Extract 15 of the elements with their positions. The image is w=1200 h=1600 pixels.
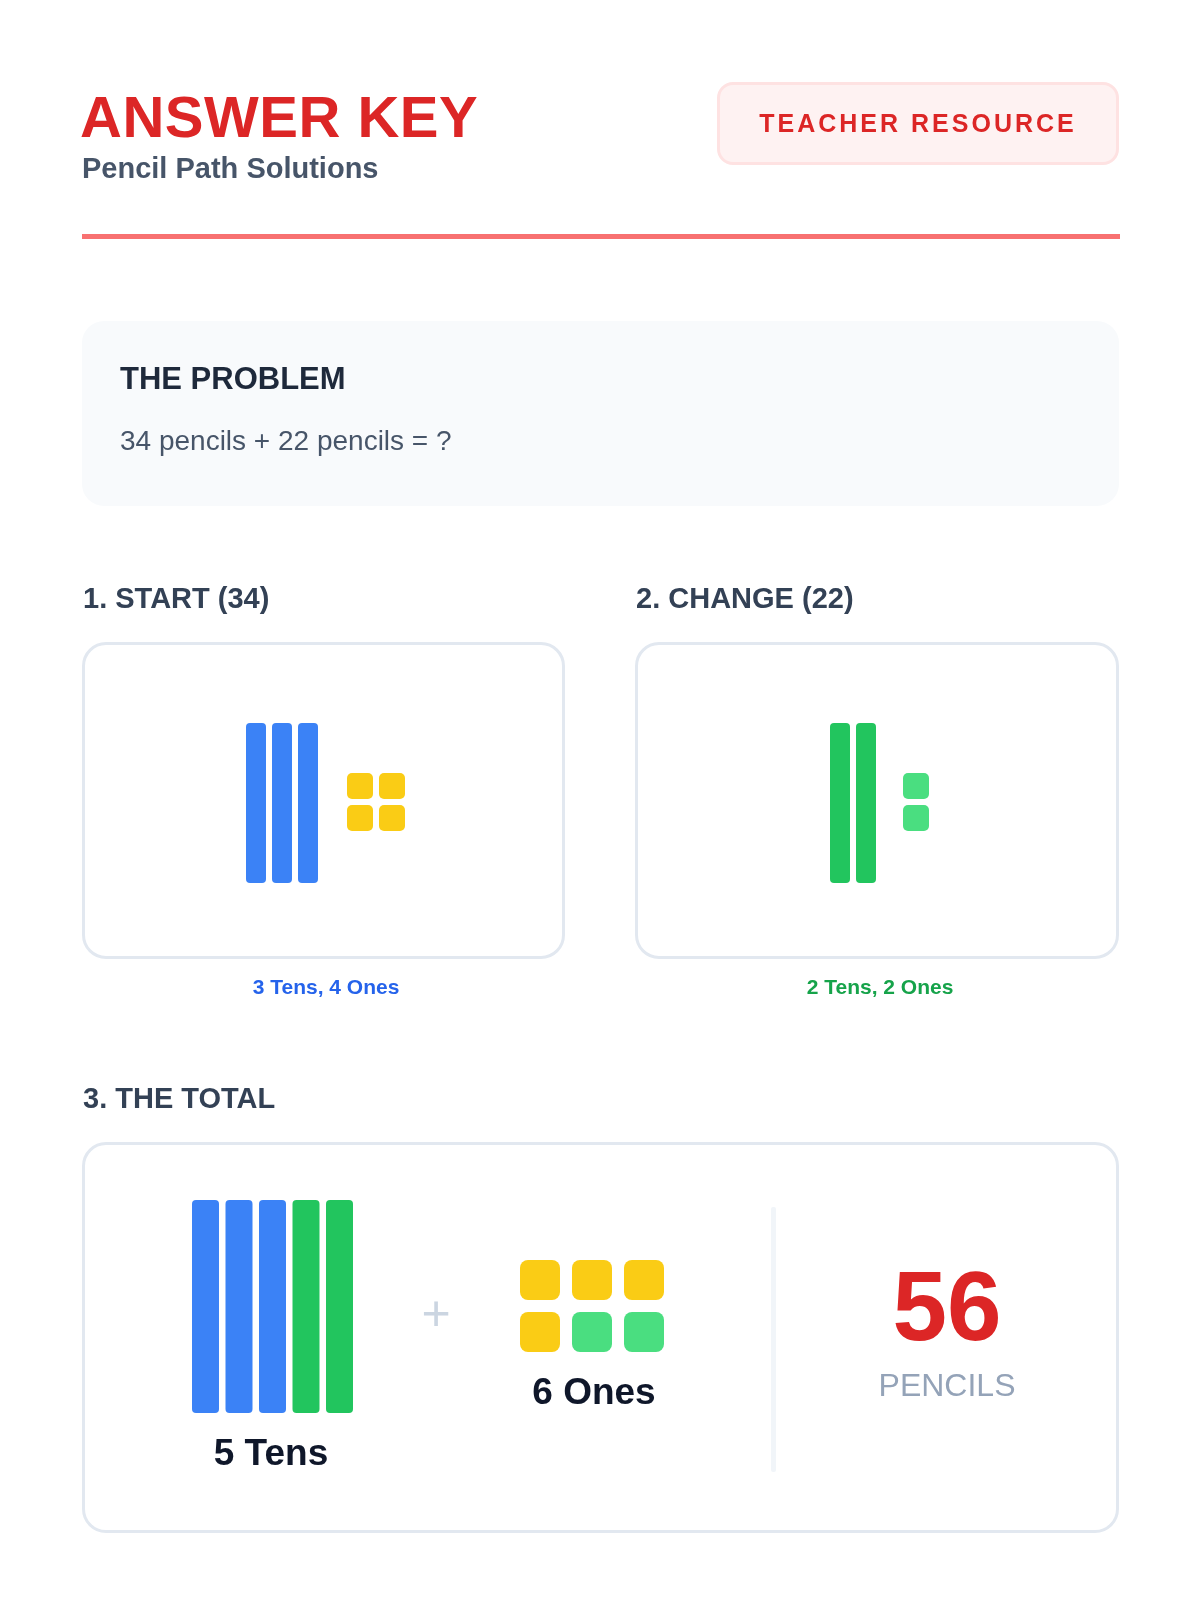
ones-count: 6 Ones	[532, 1371, 656, 1414]
resource-badge: TEACHER RESOURCE	[717, 82, 1119, 165]
place-value-caption: 3 Tens, 4 Ones	[252, 975, 400, 1000]
section-heading: 1. START (34)	[83, 582, 270, 616]
plus-sign: +	[421, 1285, 451, 1343]
section-heading: 2. CHANGE (22)	[636, 582, 854, 616]
section-heading: 3. THE TOTAL	[83, 1082, 276, 1116]
section-heading: THE PROBLEM	[120, 361, 346, 397]
title: ANSWER KEY	[80, 84, 479, 151]
place-value-caption: 2 Tens, 2 Ones	[806, 975, 954, 1000]
total-number: 56	[892, 1257, 1002, 1355]
problem-text: 34 pencils + 22 pencils = ?	[120, 425, 452, 458]
tens-count: 5 Tens	[213, 1432, 329, 1475]
unit-label: PENCILS	[878, 1367, 1016, 1404]
subtitle: Pencil Path Solutions	[82, 152, 379, 186]
